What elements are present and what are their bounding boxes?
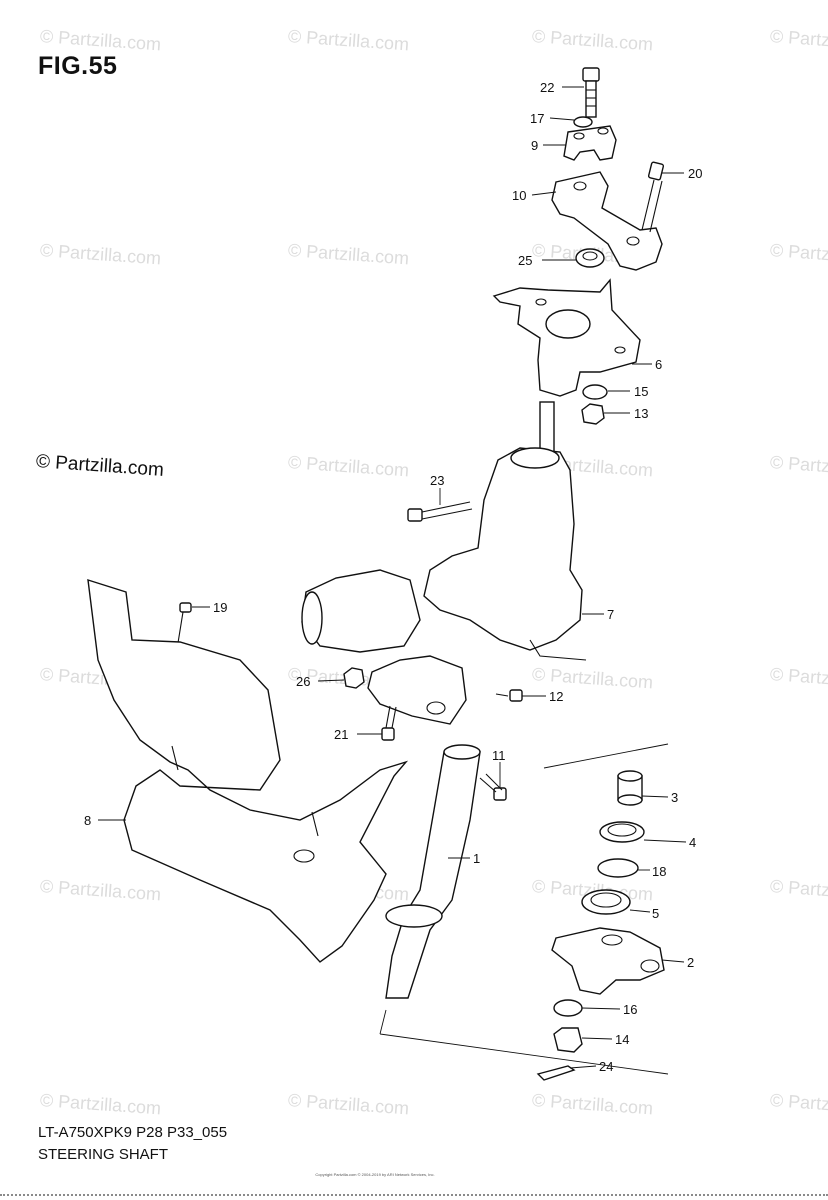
part-16-washer[interactable] bbox=[553, 999, 583, 1017]
copyright-note: Copyright Partzilla.com © 2004-2019 by A… bbox=[315, 1172, 435, 1177]
part-5-seal[interactable] bbox=[581, 889, 631, 915]
part-9-clamp[interactable] bbox=[563, 125, 617, 161]
part-15-washer[interactable] bbox=[582, 384, 608, 400]
callout-16: 16 bbox=[623, 1002, 637, 1017]
leader-lines bbox=[98, 86, 687, 1069]
callout-17: 17 bbox=[530, 111, 544, 126]
part-12-bolt[interactable] bbox=[495, 689, 523, 702]
part-24-cotter-pin[interactable] bbox=[536, 1065, 576, 1081]
part-18-ring[interactable] bbox=[597, 858, 639, 878]
part-7-power-steering-unit[interactable] bbox=[301, 401, 587, 725]
callout-5: 5 bbox=[652, 906, 659, 921]
part-3-collar[interactable] bbox=[617, 770, 643, 806]
callout-21: 21 bbox=[334, 727, 348, 742]
part-10-bracket[interactable] bbox=[551, 171, 663, 271]
callout-8: 8 bbox=[84, 813, 91, 828]
part-13-nut[interactable] bbox=[581, 403, 605, 425]
callout-14: 14 bbox=[615, 1032, 629, 1047]
part-22-bolt[interactable] bbox=[582, 67, 600, 118]
callout-2: 2 bbox=[687, 955, 694, 970]
callout-6: 6 bbox=[655, 357, 662, 372]
callout-15: 15 bbox=[634, 384, 648, 399]
part-26-nut[interactable] bbox=[343, 667, 365, 689]
part-14-nut[interactable] bbox=[553, 1027, 583, 1053]
callout-11: 11 bbox=[492, 748, 506, 763]
part-20-bolt[interactable] bbox=[641, 161, 665, 233]
part-11-bolt[interactable] bbox=[479, 773, 507, 801]
callout-24: 24 bbox=[599, 1059, 613, 1074]
callout-10: 10 bbox=[512, 188, 526, 203]
part-8-cover[interactable] bbox=[87, 579, 409, 963]
part-6-holder[interactable] bbox=[492, 278, 641, 397]
callout-20: 20 bbox=[688, 166, 702, 181]
assembly-bracket-line bbox=[379, 743, 669, 1075]
callout-7: 7 bbox=[607, 607, 614, 622]
callout-9: 9 bbox=[531, 138, 538, 153]
model-code: LT-A750XPK9 P28 P33_055 bbox=[38, 1124, 228, 1141]
part-2-arm[interactable] bbox=[551, 927, 665, 995]
callout-12: 12 bbox=[549, 689, 563, 704]
callout-3: 3 bbox=[671, 790, 678, 805]
part-23-bolt[interactable] bbox=[407, 501, 473, 522]
callout-1: 1 bbox=[473, 851, 480, 866]
figure-title: FIG.55 bbox=[38, 52, 118, 80]
part-4-seal[interactable] bbox=[599, 821, 645, 843]
diagram-name: STEERING SHAFT bbox=[38, 1146, 169, 1163]
part-25-bushing[interactable] bbox=[575, 248, 605, 268]
callout-23: 23 bbox=[430, 473, 444, 488]
callout-26: 26 bbox=[296, 674, 310, 689]
callout-22: 22 bbox=[540, 80, 554, 95]
part-17-washer[interactable] bbox=[573, 116, 593, 128]
callout-19: 19 bbox=[213, 600, 227, 615]
callout-18: 18 bbox=[652, 864, 666, 879]
part-21-bolt[interactable] bbox=[381, 705, 397, 741]
callout-13: 13 bbox=[634, 406, 648, 421]
callout-4: 4 bbox=[689, 835, 696, 850]
bottom-divider bbox=[0, 1194, 828, 1196]
callout-25: 25 bbox=[518, 253, 532, 268]
part-1-steering-shaft[interactable] bbox=[385, 744, 481, 999]
